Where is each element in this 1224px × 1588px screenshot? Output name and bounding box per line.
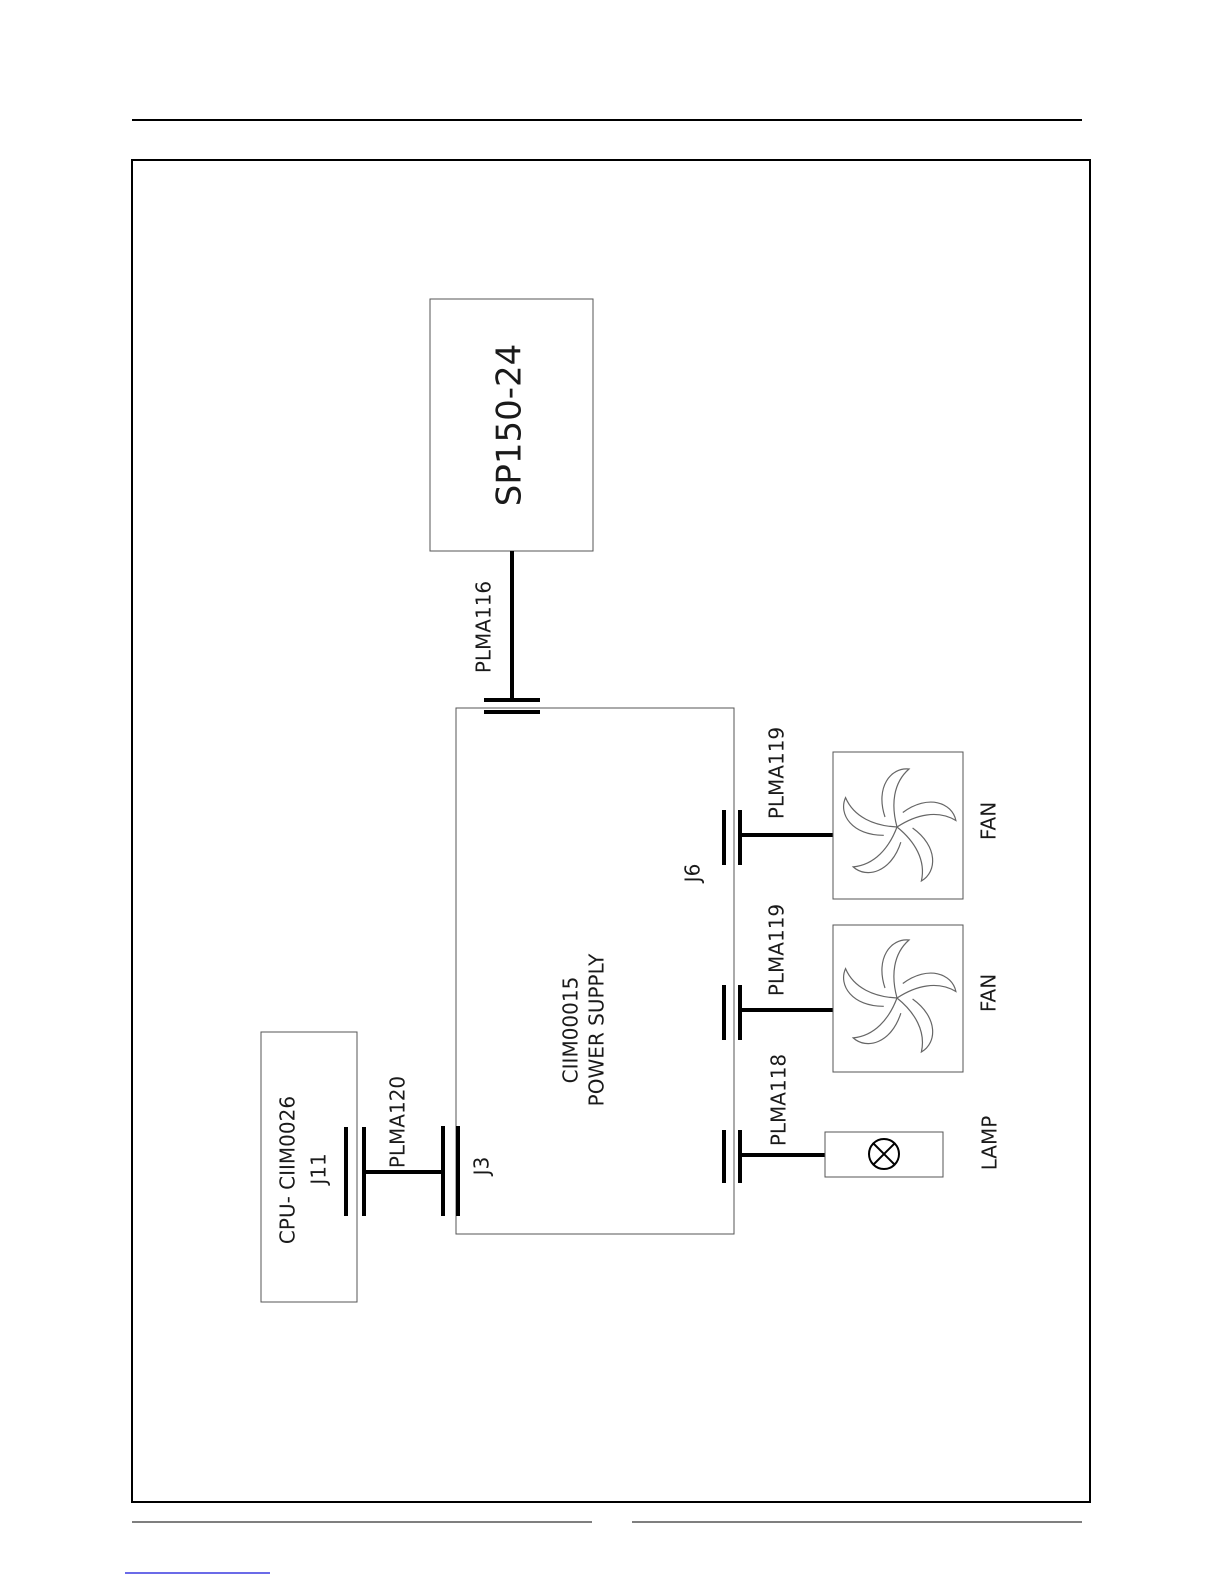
lamp-icon [869, 1139, 899, 1169]
diagram-frame [132, 160, 1090, 1502]
fan-icon [837, 940, 956, 1054]
cpu-label: CPU- CIIM0026 [276, 1096, 300, 1244]
cable-label-sp: PLMA116 [472, 581, 496, 673]
cable-label-lamp: PLMA118 [767, 1054, 791, 1146]
cable-label-fan-upper: PLMA119 [765, 727, 789, 819]
connector-label-j3: J3 [470, 1157, 494, 1178]
cpu-connector-label: J11 [307, 1153, 331, 1186]
fan-icon [837, 769, 956, 883]
cable-label-fan-lower: PLMA119 [765, 904, 789, 996]
load-label-fan-upper: FAN [977, 802, 1001, 840]
power-supply-label-line2: POWER SUPPLY [585, 953, 609, 1106]
power-supply-label-line1: CIIM00015 [559, 977, 583, 1084]
connector-label-j6: J6 [681, 864, 705, 885]
load-label-fan-lower: FAN [977, 974, 1001, 1012]
load-label-lamp: LAMP [978, 1116, 1002, 1171]
cable-label-cpu: PLMA120 [386, 1076, 410, 1168]
sp-unit-label: SP150-24 [490, 344, 530, 507]
